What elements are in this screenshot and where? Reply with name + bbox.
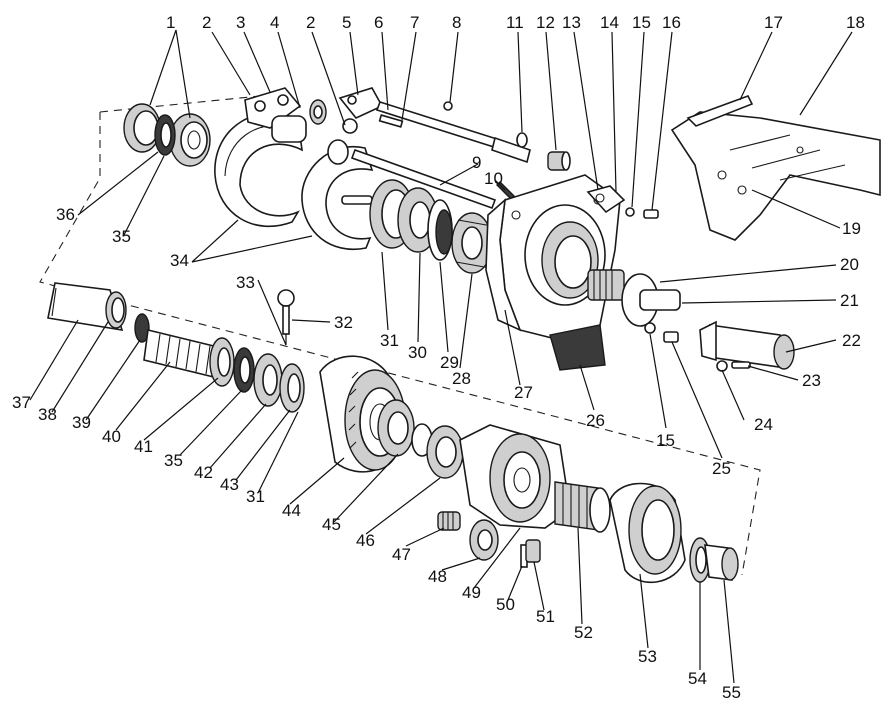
callout-27: 27 [514,383,533,402]
callout-3: 3 [236,13,245,32]
callout-46: 46 [356,531,375,550]
callout-48: 48 [428,567,447,586]
callout-12: 12 [536,13,555,32]
brake-band-right [301,139,374,250]
callout-20: 20 [840,255,859,274]
callout-18: 18 [846,13,865,32]
callout-15b: 15 [656,431,675,450]
bearing-pair-1 [123,103,211,167]
callout-13: 13 [562,13,581,32]
pin-50-51 [520,539,541,568]
callout-47: 47 [392,545,411,564]
callout-14: 14 [600,13,619,32]
callout-41: 41 [134,437,153,456]
cover-17-18 [670,95,881,241]
rings-41-35-42-43 [209,337,305,413]
sleeve-55 [704,544,739,581]
callout-19: 19 [842,219,861,238]
callout-43: 43 [220,475,239,494]
cylinder-22 [699,320,795,370]
ring-35-upper [154,114,176,156]
callout-35: 35 [112,227,131,246]
callout-24: 24 [754,415,773,434]
callout-9: 9 [472,153,481,172]
assembly-boundary [39,95,761,576]
callout-21: 21 [840,291,859,310]
callout-22: 22 [842,331,861,350]
callout-55: 55 [722,683,741,702]
callout-labels: 1 2 3 4 2 5 6 7 8 11 12 13 14 15 16 17 1… [12,13,865,702]
screw-23-24 [716,360,751,372]
callout-29: 29 [440,353,459,372]
breather-32-33 [277,289,295,345]
callout-26: 26 [586,411,605,430]
ring-39 [134,313,150,343]
callout-34: 34 [170,251,189,270]
callout-10: 10 [484,169,503,188]
gear-shaft-21 [587,269,681,327]
callout-15: 15 [632,13,651,32]
callout-31b: 31 [246,487,265,506]
needle-bearing-47 [437,511,461,531]
carrier-49 [459,424,571,529]
lever-5 [338,87,384,134]
callout-38: 38 [38,405,57,424]
washer-11 [516,132,528,148]
callout-25: 25 [712,459,731,478]
bracket-13-14 [586,185,659,219]
brake-drum-assembly [341,179,493,274]
leader-lines [29,29,853,684]
bolt-15-25 [644,322,679,343]
callout-54: 54 [688,669,707,688]
callout-37: 37 [12,393,31,412]
bearing-46 [411,423,464,479]
callout-45: 45 [322,515,341,534]
rod-9 [350,148,497,210]
callout-11: 11 [506,13,524,32]
callout-5: 5 [342,13,351,32]
bushing-12 [547,151,571,171]
callout-51: 51 [536,607,555,626]
lever-3-4 [244,87,327,143]
callout-7: 7 [410,13,419,32]
callout-2: 2 [202,13,211,32]
gear-45 [377,399,415,457]
callout-1: 1 [166,13,175,32]
gear-52 [554,481,611,533]
callout-36: 36 [56,205,75,224]
ball-8 [443,101,453,111]
callout-50: 50 [496,595,515,614]
callout-40: 40 [102,427,121,446]
callout-32: 32 [334,313,353,332]
callout-17: 17 [764,13,783,32]
callout-53: 53 [638,647,657,666]
ring-gear-53 [609,482,686,584]
callout-42: 42 [194,463,213,482]
callout-30: 30 [408,343,427,362]
callout-23: 23 [802,371,821,390]
splined-shaft-40 [143,329,231,381]
callout-44: 44 [282,501,301,520]
callout-6: 6 [374,13,383,32]
callout-35b: 35 [164,451,183,470]
callout-39: 39 [72,413,91,432]
callout-8: 8 [452,13,461,32]
callout-52: 52 [574,623,593,642]
callout-2b: 2 [306,13,315,32]
callout-28: 28 [452,369,471,388]
planet-gear-48 [469,519,499,561]
shaft-7 [375,101,531,164]
callout-16: 16 [662,13,681,32]
shaft-end-37-38 [47,282,127,331]
callout-33: 33 [236,273,255,292]
callout-31: 31 [380,331,399,350]
callout-49: 49 [462,583,481,602]
callout-4: 4 [270,13,279,32]
